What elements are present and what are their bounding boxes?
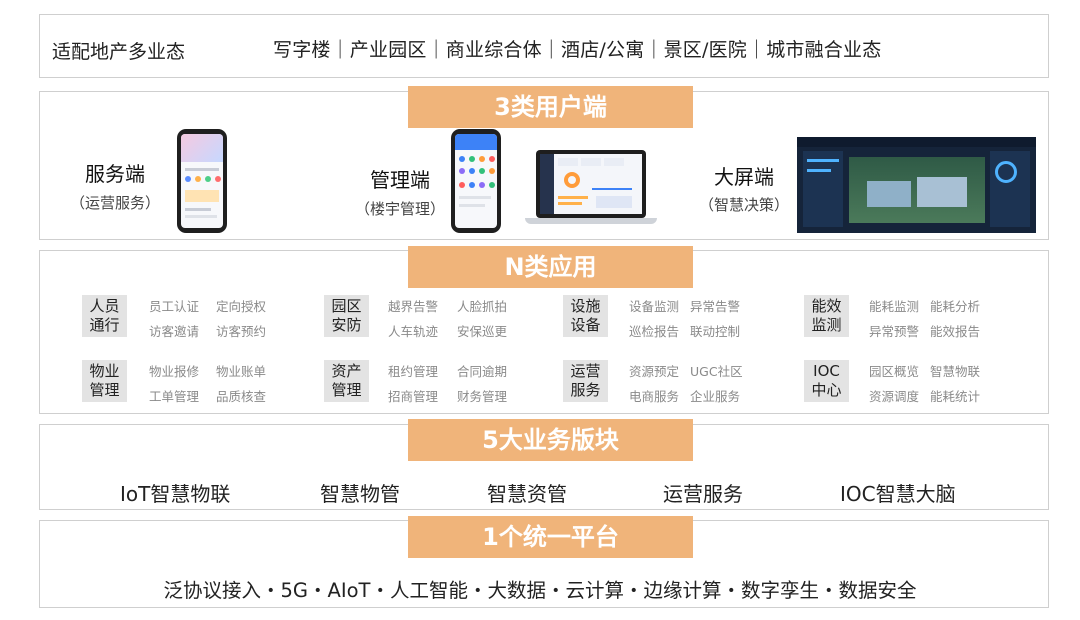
terminal-bigscreen-name: 大屏端 xyxy=(714,165,774,189)
app-group-tag: 设施设备 xyxy=(563,295,608,337)
business-block-item: 智慧资管 xyxy=(487,482,567,506)
app-item: UGC社区 xyxy=(690,364,743,379)
app-group-tag: 人员通行 xyxy=(82,295,127,337)
management-web-laptop-image xyxy=(525,150,657,226)
app-item: 人车轨迹 xyxy=(388,324,439,339)
multi-format-panel: 适配地产多业态 写字楼｜产业园区｜商业综合体｜酒店/公寓｜景区/医院｜城市融合业… xyxy=(39,14,1049,78)
service-app-phone-image xyxy=(177,129,227,233)
app-item: 品质核查 xyxy=(216,389,267,404)
app-item: 物业账单 xyxy=(216,364,267,379)
app-item: 能效报告 xyxy=(930,324,981,339)
app-item: 定向授权 xyxy=(216,299,267,314)
app-item: 联动控制 xyxy=(690,324,741,339)
app-item: 异常预警 xyxy=(869,324,920,339)
terminal-bigscreen-sub: （智慧决策） xyxy=(698,196,789,214)
app-item: 能耗分析 xyxy=(930,299,981,314)
app-item: 资源预定 xyxy=(629,364,680,379)
app-item: 能耗统计 xyxy=(930,389,981,404)
platform-band: 1个统一平台 xyxy=(408,516,693,558)
terminal-service-name: 服务端 xyxy=(85,162,145,186)
app-item: 访客预约 xyxy=(216,324,267,339)
app-item: 招商管理 xyxy=(388,389,439,404)
app-item: 能耗监测 xyxy=(869,299,920,314)
app-group-tag: 物业管理 xyxy=(82,360,127,402)
app-group-tag: 能效监测 xyxy=(804,295,849,337)
app-item: 设备监测 xyxy=(629,299,680,314)
multi-format-list: 写字楼｜产业园区｜商业综合体｜酒店/公寓｜景区/医院｜城市融合业态 xyxy=(273,39,882,61)
app-item: 越界告警 xyxy=(388,299,439,314)
business-block-item: IOC智慧大脑 xyxy=(840,482,956,506)
management-app-phone-image xyxy=(451,129,501,233)
app-group-tag: 资产管理 xyxy=(324,360,369,402)
business-blocks-band: 5大业务版块 xyxy=(408,419,693,461)
applications-band: N类应用 xyxy=(408,246,693,288)
app-item: 智慧物联 xyxy=(930,364,981,379)
app-item: 异常告警 xyxy=(690,299,741,314)
business-block-item: 智慧物管 xyxy=(320,482,400,506)
business-blocks-band-label: 5大业务版块 xyxy=(482,426,619,454)
app-item: 人脸抓拍 xyxy=(457,299,508,314)
business-block-item: IoT智慧物联 xyxy=(120,482,231,506)
app-item: 访客邀请 xyxy=(149,324,200,339)
platform-tech-list: 泛协议接入・5G・AIoT・人工智能・大数据・云计算・边缘计算・数字孪生・数据安… xyxy=(163,579,917,602)
app-item: 电商服务 xyxy=(629,389,680,404)
terminal-management-name: 管理端 xyxy=(370,168,430,192)
app-item: 合同逾期 xyxy=(457,364,508,379)
app-item: 企业服务 xyxy=(690,389,741,404)
app-group-tag: 园区安防 xyxy=(324,295,369,337)
app-item: 员工认证 xyxy=(149,299,200,314)
app-item: 安保巡更 xyxy=(457,324,508,339)
terminal-service-sub: （运营服务） xyxy=(69,194,160,212)
multi-format-label: 适配地产多业态 xyxy=(52,41,186,63)
big-screen-dashboard-image xyxy=(797,137,1036,233)
app-item: 巡检报告 xyxy=(629,324,680,339)
app-item: 租约管理 xyxy=(388,364,439,379)
app-item: 资源调度 xyxy=(869,389,920,404)
app-item: 财务管理 xyxy=(457,389,508,404)
applications-band-label: N类应用 xyxy=(504,253,597,281)
user-terminals-band: 3类用户端 xyxy=(408,86,693,128)
app-item: 园区概览 xyxy=(869,364,920,379)
terminal-management-sub: （楼宇管理） xyxy=(354,200,445,218)
app-item: 物业报修 xyxy=(149,364,200,379)
app-item: 工单管理 xyxy=(149,389,200,404)
app-group-tag: 运营服务 xyxy=(563,360,608,402)
business-block-item: 运营服务 xyxy=(663,482,743,506)
platform-band-label: 1个统一平台 xyxy=(482,523,619,551)
user-terminals-band-label: 3类用户端 xyxy=(494,93,607,121)
